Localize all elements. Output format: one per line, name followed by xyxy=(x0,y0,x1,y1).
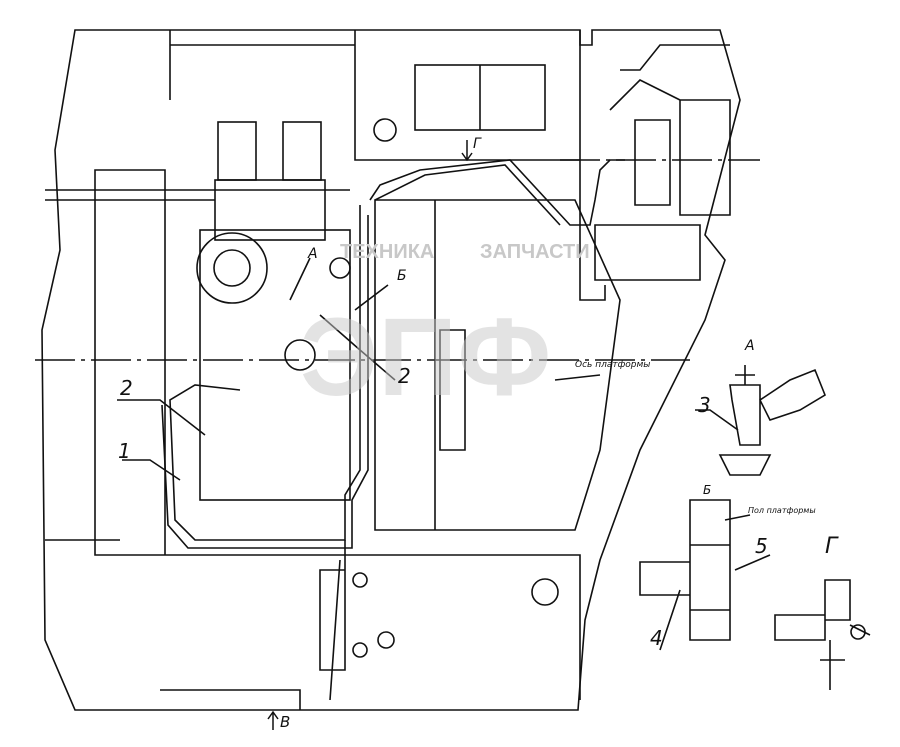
center-panel xyxy=(374,199,621,531)
valve-a xyxy=(329,257,351,279)
leaders xyxy=(117,257,771,651)
watermark-logo: ЭПФ xyxy=(300,296,551,419)
intake-pipe-2 xyxy=(282,121,322,181)
watermark: ТЕХНИКА ЗАПЧАСТИ ЭПФ xyxy=(300,241,590,419)
detail-a xyxy=(718,365,826,476)
frame-outline xyxy=(41,29,741,711)
engine-housing xyxy=(214,179,326,241)
floor-annotation: Пол платформы xyxy=(748,506,816,515)
view-v-arrow xyxy=(267,710,279,730)
callout-4: 4 xyxy=(650,626,663,650)
turbo-inner xyxy=(213,249,251,287)
callout-5: 5 xyxy=(755,534,768,558)
callout-3: 3 xyxy=(698,393,711,417)
intake-pipe-1 xyxy=(217,121,257,181)
view-b-marker: Б xyxy=(397,268,407,284)
watermark-text-right: ЗАПЧАСТИ xyxy=(480,241,590,263)
mount-hole-2 xyxy=(531,578,559,606)
pipe-route-down xyxy=(319,540,346,701)
mount-hole-5 xyxy=(352,642,368,658)
view-g-arrow xyxy=(461,140,473,162)
pipe-route-secondary xyxy=(161,164,561,549)
view-b-detail-title: Б xyxy=(703,483,711,497)
view-a-detail-title: А xyxy=(744,338,755,354)
callout-2-center: 2 xyxy=(398,364,411,388)
callout-2-left: 2 xyxy=(120,376,133,400)
turbo-outer xyxy=(196,232,268,304)
view-g-detail-title: Г xyxy=(825,534,839,559)
view-a-marker: А xyxy=(307,246,318,262)
pulley xyxy=(284,339,316,371)
mount-hole-3 xyxy=(377,631,395,649)
axis-annotation: Ось платформы xyxy=(575,360,650,370)
detail-b xyxy=(639,499,731,641)
pipe-route-main xyxy=(169,159,625,541)
right-structure xyxy=(579,30,731,301)
detail-g xyxy=(774,579,871,690)
callout-1: 1 xyxy=(118,439,131,463)
view-v-marker: В xyxy=(280,713,290,731)
mount-hole-1 xyxy=(373,118,397,142)
watermark-text-left: ТЕХНИКА xyxy=(340,241,434,263)
frame-members xyxy=(45,30,581,710)
mount-hole-4 xyxy=(352,572,368,588)
detail-g-fitting xyxy=(850,624,866,640)
engine-block xyxy=(199,229,351,501)
view-g-marker: Г xyxy=(473,136,482,152)
